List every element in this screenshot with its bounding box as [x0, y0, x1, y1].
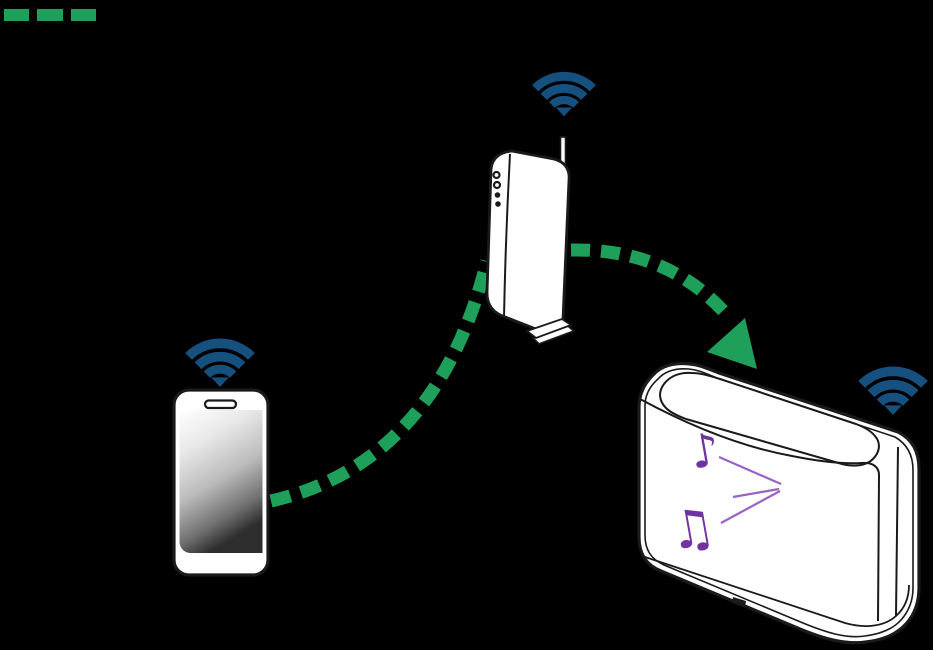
wifi-signal-icon-speaker — [862, 371, 925, 415]
router-side-seam — [503, 153, 511, 319]
smartphone-earpiece — [203, 399, 238, 410]
router-led — [495, 201, 501, 207]
legend-dash — [71, 9, 96, 21]
legend-dashed-line-sample — [4, 9, 96, 21]
arrowhead-icon — [707, 318, 757, 369]
speaker-side-seam — [895, 446, 899, 617]
wireless-link-router-to-speaker — [570, 243, 757, 369]
wireless-link-dashes — [570, 243, 731, 319]
wifi-router-icon — [485, 136, 576, 346]
speaker-top-panel — [659, 371, 880, 467]
router-led — [492, 180, 502, 190]
speaker-front-edge — [639, 398, 881, 622]
router-stand-front — [525, 318, 573, 340]
legend-dash — [4, 9, 29, 21]
speaker-status-notch — [732, 597, 746, 607]
music-notes-icon: ♫ — [664, 496, 720, 563]
smartphone-icon — [172, 388, 270, 577]
legend-dash — [37, 9, 63, 21]
router-led — [494, 192, 501, 198]
wireless-link-phone-to-router — [269, 259, 494, 508]
speaker-base-line — [641, 555, 910, 627]
sound-emission-lines — [718, 455, 782, 524]
wireless-speaker-icon: ♪ ♫ — [637, 361, 921, 645]
smartphone-screen — [179, 410, 263, 553]
speaker-inner-contour — [644, 368, 914, 638]
wifi-signal-icon-smartphone — [189, 343, 252, 387]
wifi-signal-icon-router — [535, 76, 593, 116]
router-led — [492, 170, 501, 180]
